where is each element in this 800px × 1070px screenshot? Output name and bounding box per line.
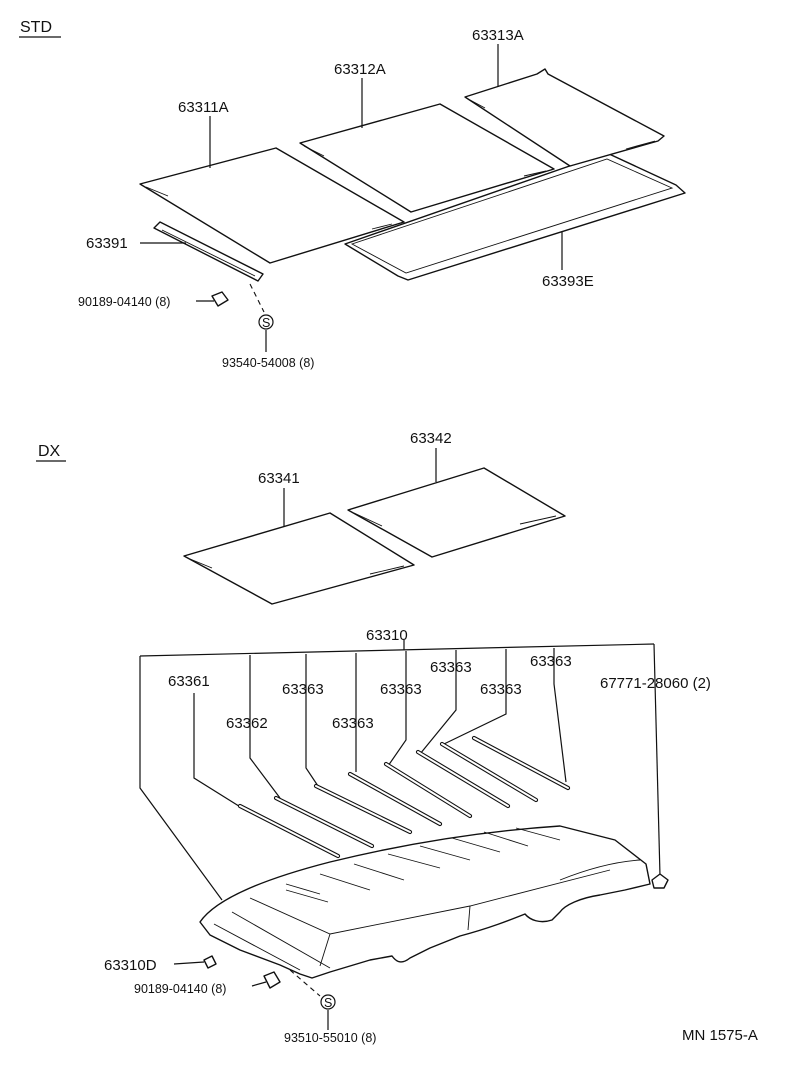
leader-bracket-63310 xyxy=(139,640,661,901)
part-leaders-dx xyxy=(193,658,567,809)
label-63391: 63391 xyxy=(86,235,128,252)
rib-63363-4 xyxy=(415,749,511,809)
screw-circle-icon-dx xyxy=(320,994,336,1010)
rib-63363-1 xyxy=(313,783,413,835)
rib-63361 xyxy=(237,803,341,859)
board-63312A xyxy=(299,103,555,213)
label-63310: 63310 xyxy=(366,627,408,644)
label-63310D: 63310D xyxy=(104,957,157,974)
screw-dashed-leader-dx xyxy=(289,969,321,997)
label-63363-e: 63363 xyxy=(480,681,522,698)
screw-mark-std: S xyxy=(262,316,270,330)
label-63313A: 63313A xyxy=(472,27,524,44)
board-63341 xyxy=(183,512,415,605)
clip-67771-icon xyxy=(651,873,669,889)
clip-dx-icon xyxy=(263,971,281,989)
label-63312A: 63312A xyxy=(334,61,386,78)
retainer-63391 xyxy=(153,221,264,282)
dx-section-title: DX xyxy=(38,443,61,460)
label-63393E: 63393E xyxy=(542,273,594,290)
std-section-title: STD xyxy=(20,19,52,36)
part-63310D-icon xyxy=(203,955,217,969)
label-clip-std: 90189-04140 (8) xyxy=(78,295,170,309)
screw-mark-dx: S xyxy=(324,996,332,1010)
screw-circle-icon xyxy=(258,314,274,330)
headlining-63310 xyxy=(199,825,651,979)
rib-63362 xyxy=(273,795,375,849)
clip-icon xyxy=(211,291,229,307)
board-63313A xyxy=(464,68,665,167)
label-63363-b: 63363 xyxy=(332,715,374,732)
label-63363-c: 63363 xyxy=(380,681,422,698)
label-screw-std: 93540-54008 (8) xyxy=(222,356,314,370)
rib-63363-2 xyxy=(347,771,443,827)
rib-63363-6 xyxy=(471,735,571,791)
label-63363-a: 63363 xyxy=(282,681,324,698)
figure-code: MN 1575-A xyxy=(682,1027,758,1044)
leader-clip-dx xyxy=(251,981,267,987)
label-63342: 63342 xyxy=(410,430,452,447)
label-67771: 67771-28060 (2) xyxy=(600,675,711,692)
board-63311A xyxy=(139,147,405,264)
screw-dashed-leader xyxy=(249,283,265,313)
label-63341: 63341 xyxy=(258,470,300,487)
label-clip-dx: 90189-04140 (8) xyxy=(134,982,226,996)
label-63361: 63361 xyxy=(168,673,210,690)
label-63363-d: 63363 xyxy=(430,659,472,676)
label-screw-dx: 93510-55010 (8) xyxy=(284,1031,376,1045)
rib-63363-5 xyxy=(439,741,539,803)
label-63363-f: 63363 xyxy=(530,653,572,670)
board-63342 xyxy=(347,467,566,558)
rib-63363-3 xyxy=(383,761,473,819)
label-63362: 63362 xyxy=(226,715,268,732)
leader-63310D xyxy=(173,961,205,965)
label-63311A: 63311A xyxy=(178,99,229,116)
